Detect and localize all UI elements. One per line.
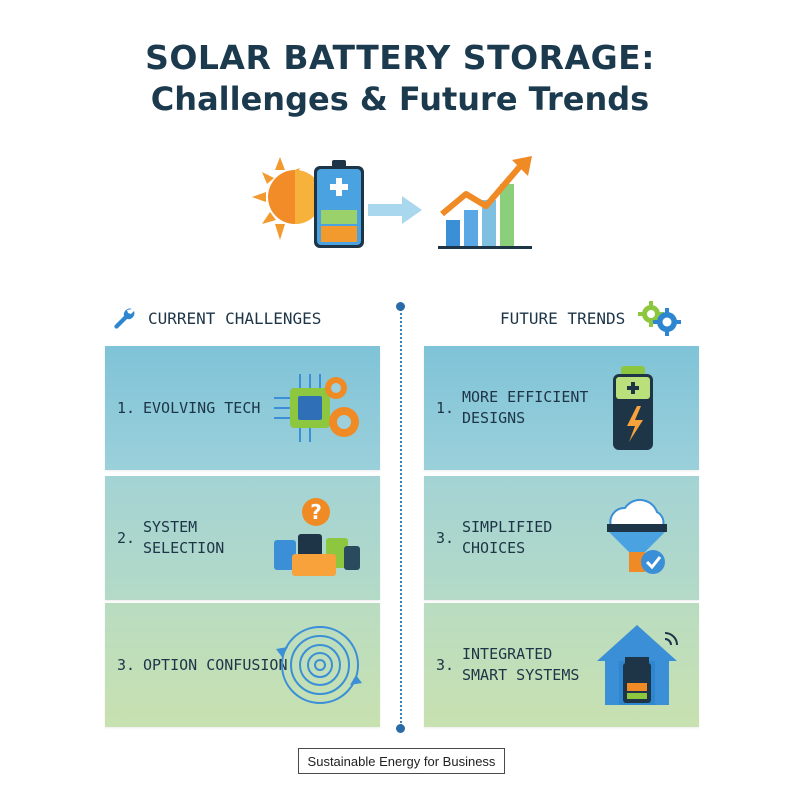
chip-gears-icon [274,374,359,442]
footer-text: Sustainable Energy for Business [307,753,496,769]
current-challenges-title: CURRENT CHALLENGES [148,308,322,328]
column-divider [400,306,402,726]
trend-number: 3. [436,656,455,674]
future-trends-title: FUTURE TRENDS [500,308,626,328]
current-challenges-header: CURRENT CHALLENGES [112,300,321,336]
trend-number: 3. [436,529,455,547]
funnel-check-icon [607,498,667,574]
challenge-label: EVOLVING TECH [143,398,261,417]
smart-home-icon [597,625,678,705]
divider-dot-top [396,302,405,311]
trend-label: INTEGRATED SMART SYSTEMS [462,645,580,684]
growth-chart-icon [438,156,532,249]
challenge-card-1: 1. EVOLVING TECH [105,346,380,470]
challenge-label: OPTION CONFUSION [143,655,288,674]
challenge-number: 2. [117,529,136,547]
battery-icon [314,160,364,248]
footer-tagline: Sustainable Energy for Business [298,748,505,774]
divider-dot-bottom [396,724,405,733]
arrow-right-icon [368,196,422,224]
page-title: SOLAR BATTERY STORAGE: Challenges & Futu… [0,38,800,120]
gears-icon [638,301,682,336]
trend-card-1: 1. MORE EFFICIENT DESIGNS [424,346,699,470]
trend-card-2: 3. SIMPLIFIED CHOICES [424,476,699,600]
title-line-2: Challenges & Future Trends [150,80,650,118]
trend-label: SIMPLIFIED CHOICES [462,518,553,557]
sun-icon [252,157,322,240]
challenge-label: SYSTEM SELECTION [143,518,225,557]
svg-text:?: ? [310,500,322,524]
trend-card-3: 3. INTEGRATED SMART SYSTEMS [424,603,699,727]
hero-illustration [252,156,532,249]
challenge-number: 3. [117,656,136,674]
title-line-1: SOLAR BATTERY STORAGE: [145,38,655,77]
spiral-icon [276,626,362,704]
challenge-card-2: 2. SYSTEM SELECTION ? [105,476,380,600]
trend-number: 1. [436,399,455,417]
battery-question-icon: ? [274,498,360,576]
efficient-battery-icon [613,366,653,450]
challenge-card-3: 3. OPTION CONFUSION [105,603,380,727]
wrench-icon [114,308,135,329]
challenge-number: 1. [117,399,136,417]
trend-label: MORE EFFICIENT DESIGNS [462,388,589,427]
future-trends-header: FUTURE TRENDS [500,300,682,336]
